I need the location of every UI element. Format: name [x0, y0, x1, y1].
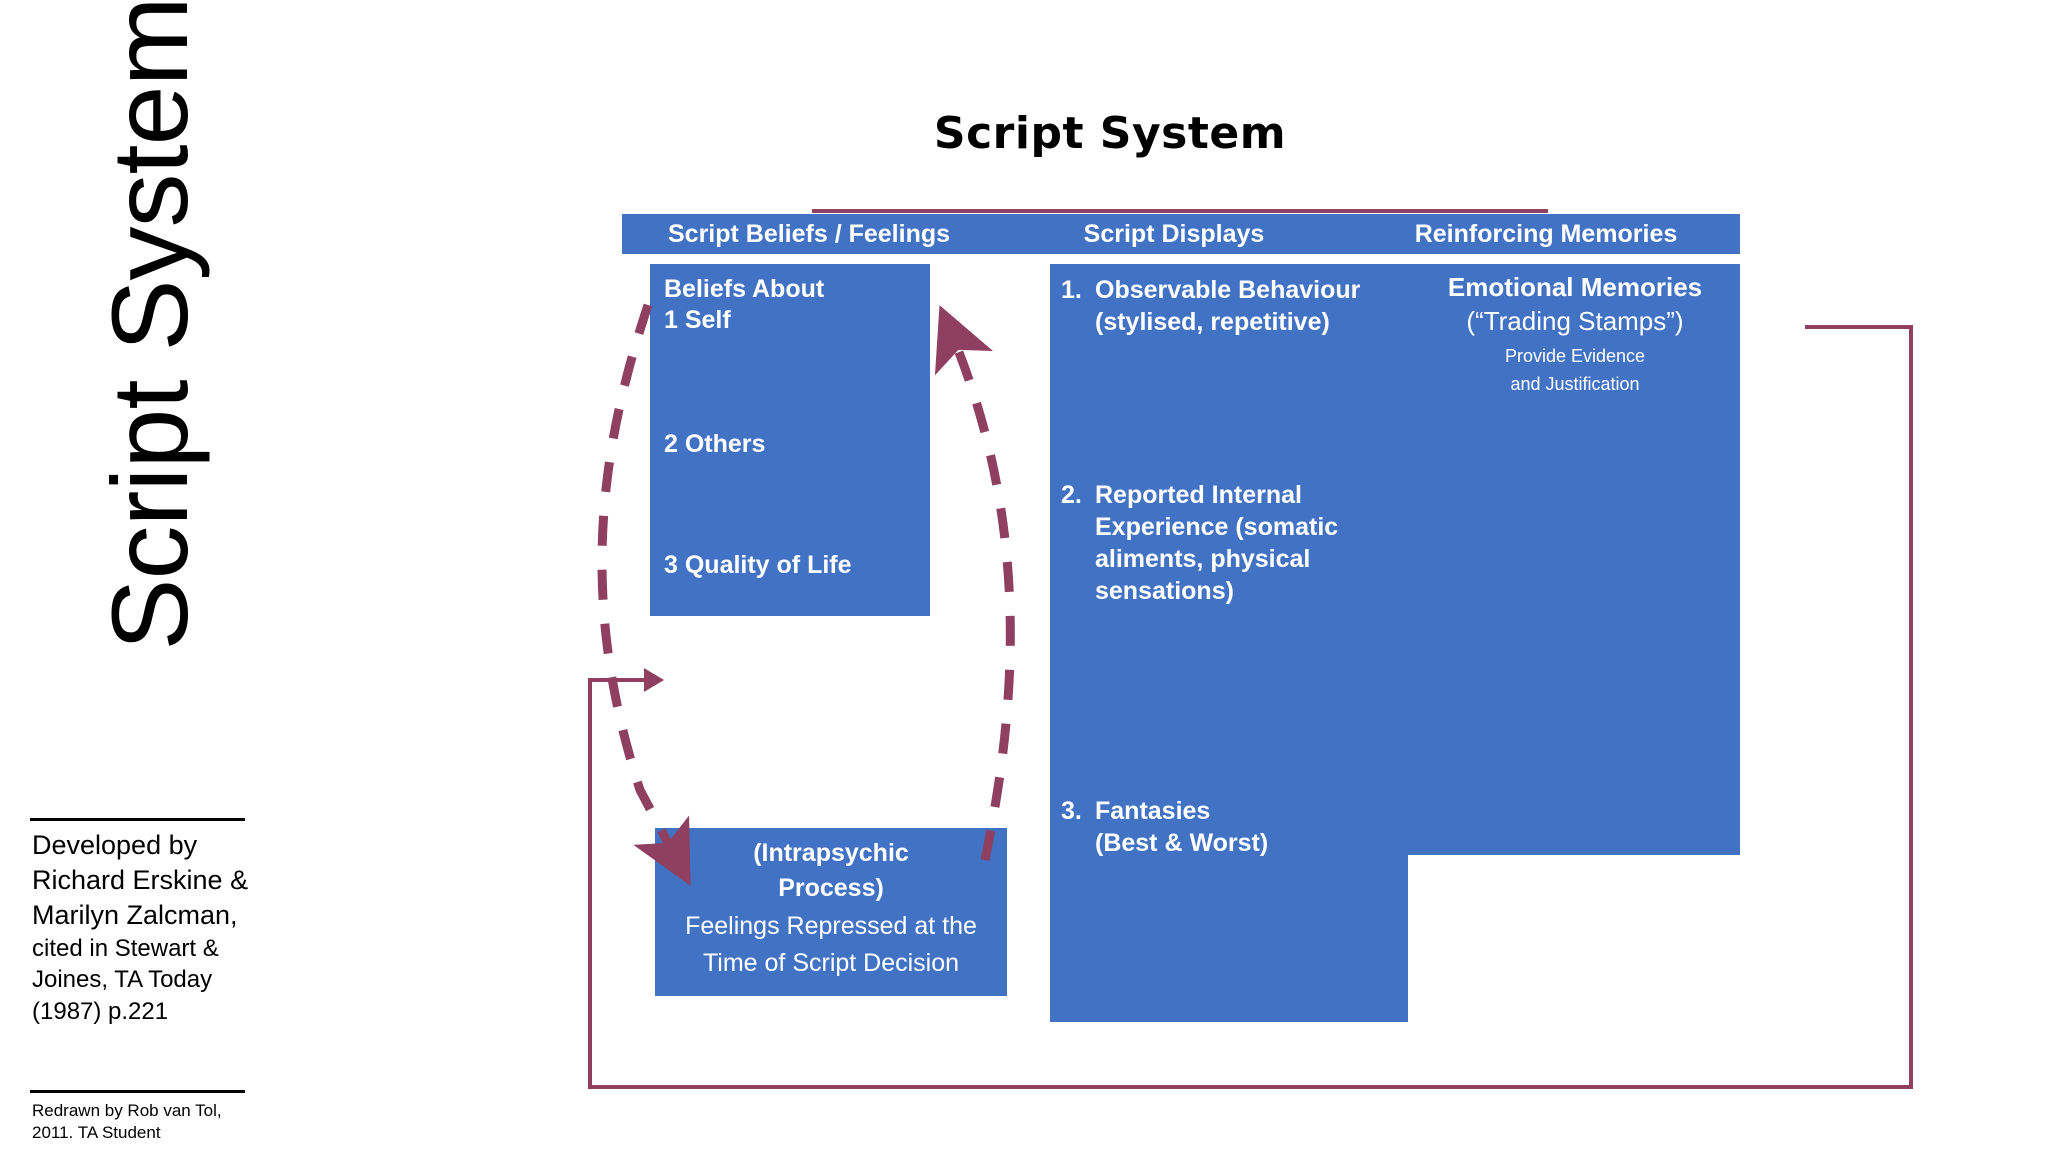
beliefs-item-others: 2 Others	[664, 429, 766, 458]
display-item-3-text: Fantasies (Best & Worst)	[1095, 795, 1361, 859]
script-beliefs-panel	[650, 264, 930, 616]
redrawn-line1: Redrawn by Rob van Tol,	[32, 1101, 222, 1120]
frame-line-top-right	[1805, 325, 1913, 329]
credit-line-cited3: (1987) p.221	[32, 997, 169, 1025]
display-item-2-line3: aliments, physical	[1095, 545, 1311, 573]
emotional-memories-subtitle: (“Trading Stamps”)	[1466, 306, 1684, 337]
intrapsychic-body-line1: Feelings Repressed at the	[685, 912, 977, 940]
frame-line-top-left	[812, 209, 1548, 213]
script-displays-panel-lower	[1050, 855, 1408, 1022]
display-item-3-line2: (Best & Worst)	[1095, 829, 1269, 857]
beliefs-item-quality-of-life: 3 Quality of Life	[664, 550, 852, 579]
credit-line-erskine: Richard Erskine &	[32, 865, 249, 896]
column-header-reinforcing-memories: Reinforcing Memories	[1414, 220, 1678, 248]
display-item-observable-behaviour: 1. Observable Behaviour (stylised, repet…	[1061, 274, 1391, 338]
credit-line-developed: Developed by	[32, 830, 198, 860]
display-item-2-line1: Reported Internal	[1095, 481, 1302, 509]
display-item-1-number: 1.	[1061, 276, 1082, 304]
beliefs-item-self: 1 Self	[664, 306, 731, 335]
vertical-title: Script System	[89, 0, 210, 651]
intrapsychic-title-line1: (Intrapsychic	[753, 839, 909, 867]
column-header-script-beliefs: Script Beliefs / Feelings	[667, 220, 951, 248]
frame-feedback-arrowhead-icon	[644, 668, 664, 692]
script-displays-memories-panel	[1050, 264, 1740, 855]
credits-divider-top	[30, 818, 245, 821]
beliefs-text-block: Beliefs About 1 Self 2 Others 3 Quality …	[664, 274, 964, 581]
display-item-3-number: 3.	[1061, 797, 1082, 825]
intrapsychic-body-line2: Time of Script Decision	[702, 948, 960, 977]
emotional-memories-note-line1: Provide Evidence	[1504, 345, 1646, 366]
display-item-2-line4: sensations)	[1095, 577, 1234, 605]
display-item-2-number: 2.	[1061, 481, 1082, 509]
credits-divider-bottom	[30, 1090, 245, 1093]
credit-line-cited1: cited in Stewart &	[32, 935, 219, 963]
credits-redrawn-by: Redrawn by Rob van Tol, 2011. TA Student	[32, 1100, 282, 1144]
display-item-1-line2: (stylised, repetitive)	[1095, 308, 1330, 336]
display-item-1-text: Observable Behaviour (stylised, repetiti…	[1095, 274, 1391, 338]
frame-line-left	[588, 680, 592, 1089]
intrapsychic-text-block: (Intrapsychic Process) Feelings Represse…	[657, 836, 1005, 979]
beliefs-heading: Beliefs About	[664, 275, 825, 303]
column-header-band: Script Beliefs / Feelings Script Display…	[622, 214, 1740, 254]
credit-line-zalcman: Marilyn Zalcman,	[32, 900, 238, 931]
emotional-memories-note-line2: and Justification	[1510, 373, 1640, 394]
display-item-fantasies: 3. Fantasies (Best & Worst)	[1061, 795, 1361, 859]
frame-line-right	[1909, 325, 1913, 1089]
redrawn-line2: 2011. TA Student	[32, 1123, 161, 1143]
frame-line-bottom	[588, 1085, 1913, 1089]
display-item-reported-internal-experience: 2. Reported Internal Experience (somatic…	[1061, 479, 1361, 607]
credits-developed-by: Developed by Richard Erskine & Marilyn Z…	[32, 828, 282, 1027]
frame-feedback-arrow-stem	[588, 678, 650, 682]
display-item-1-line1: Observable Behaviour	[1095, 276, 1361, 304]
emotional-memories-text-block: Emotional Memories (“Trading Stamps”) Pr…	[1410, 272, 1740, 396]
intrapsychic-title-line2: Process)	[778, 874, 884, 902]
display-item-2-line2: Experience (somatic	[1095, 513, 1339, 541]
column-header-script-displays: Script Displays	[1083, 220, 1265, 248]
display-item-3-line1: Fantasies	[1095, 797, 1211, 825]
emotional-memories-title: Emotional Memories	[1447, 272, 1703, 302]
display-item-2-text: Reported Internal Experience (somatic al…	[1095, 479, 1361, 607]
page-title: Script System	[933, 108, 1287, 159]
credit-line-cited2: Joines, TA Today	[32, 966, 213, 994]
